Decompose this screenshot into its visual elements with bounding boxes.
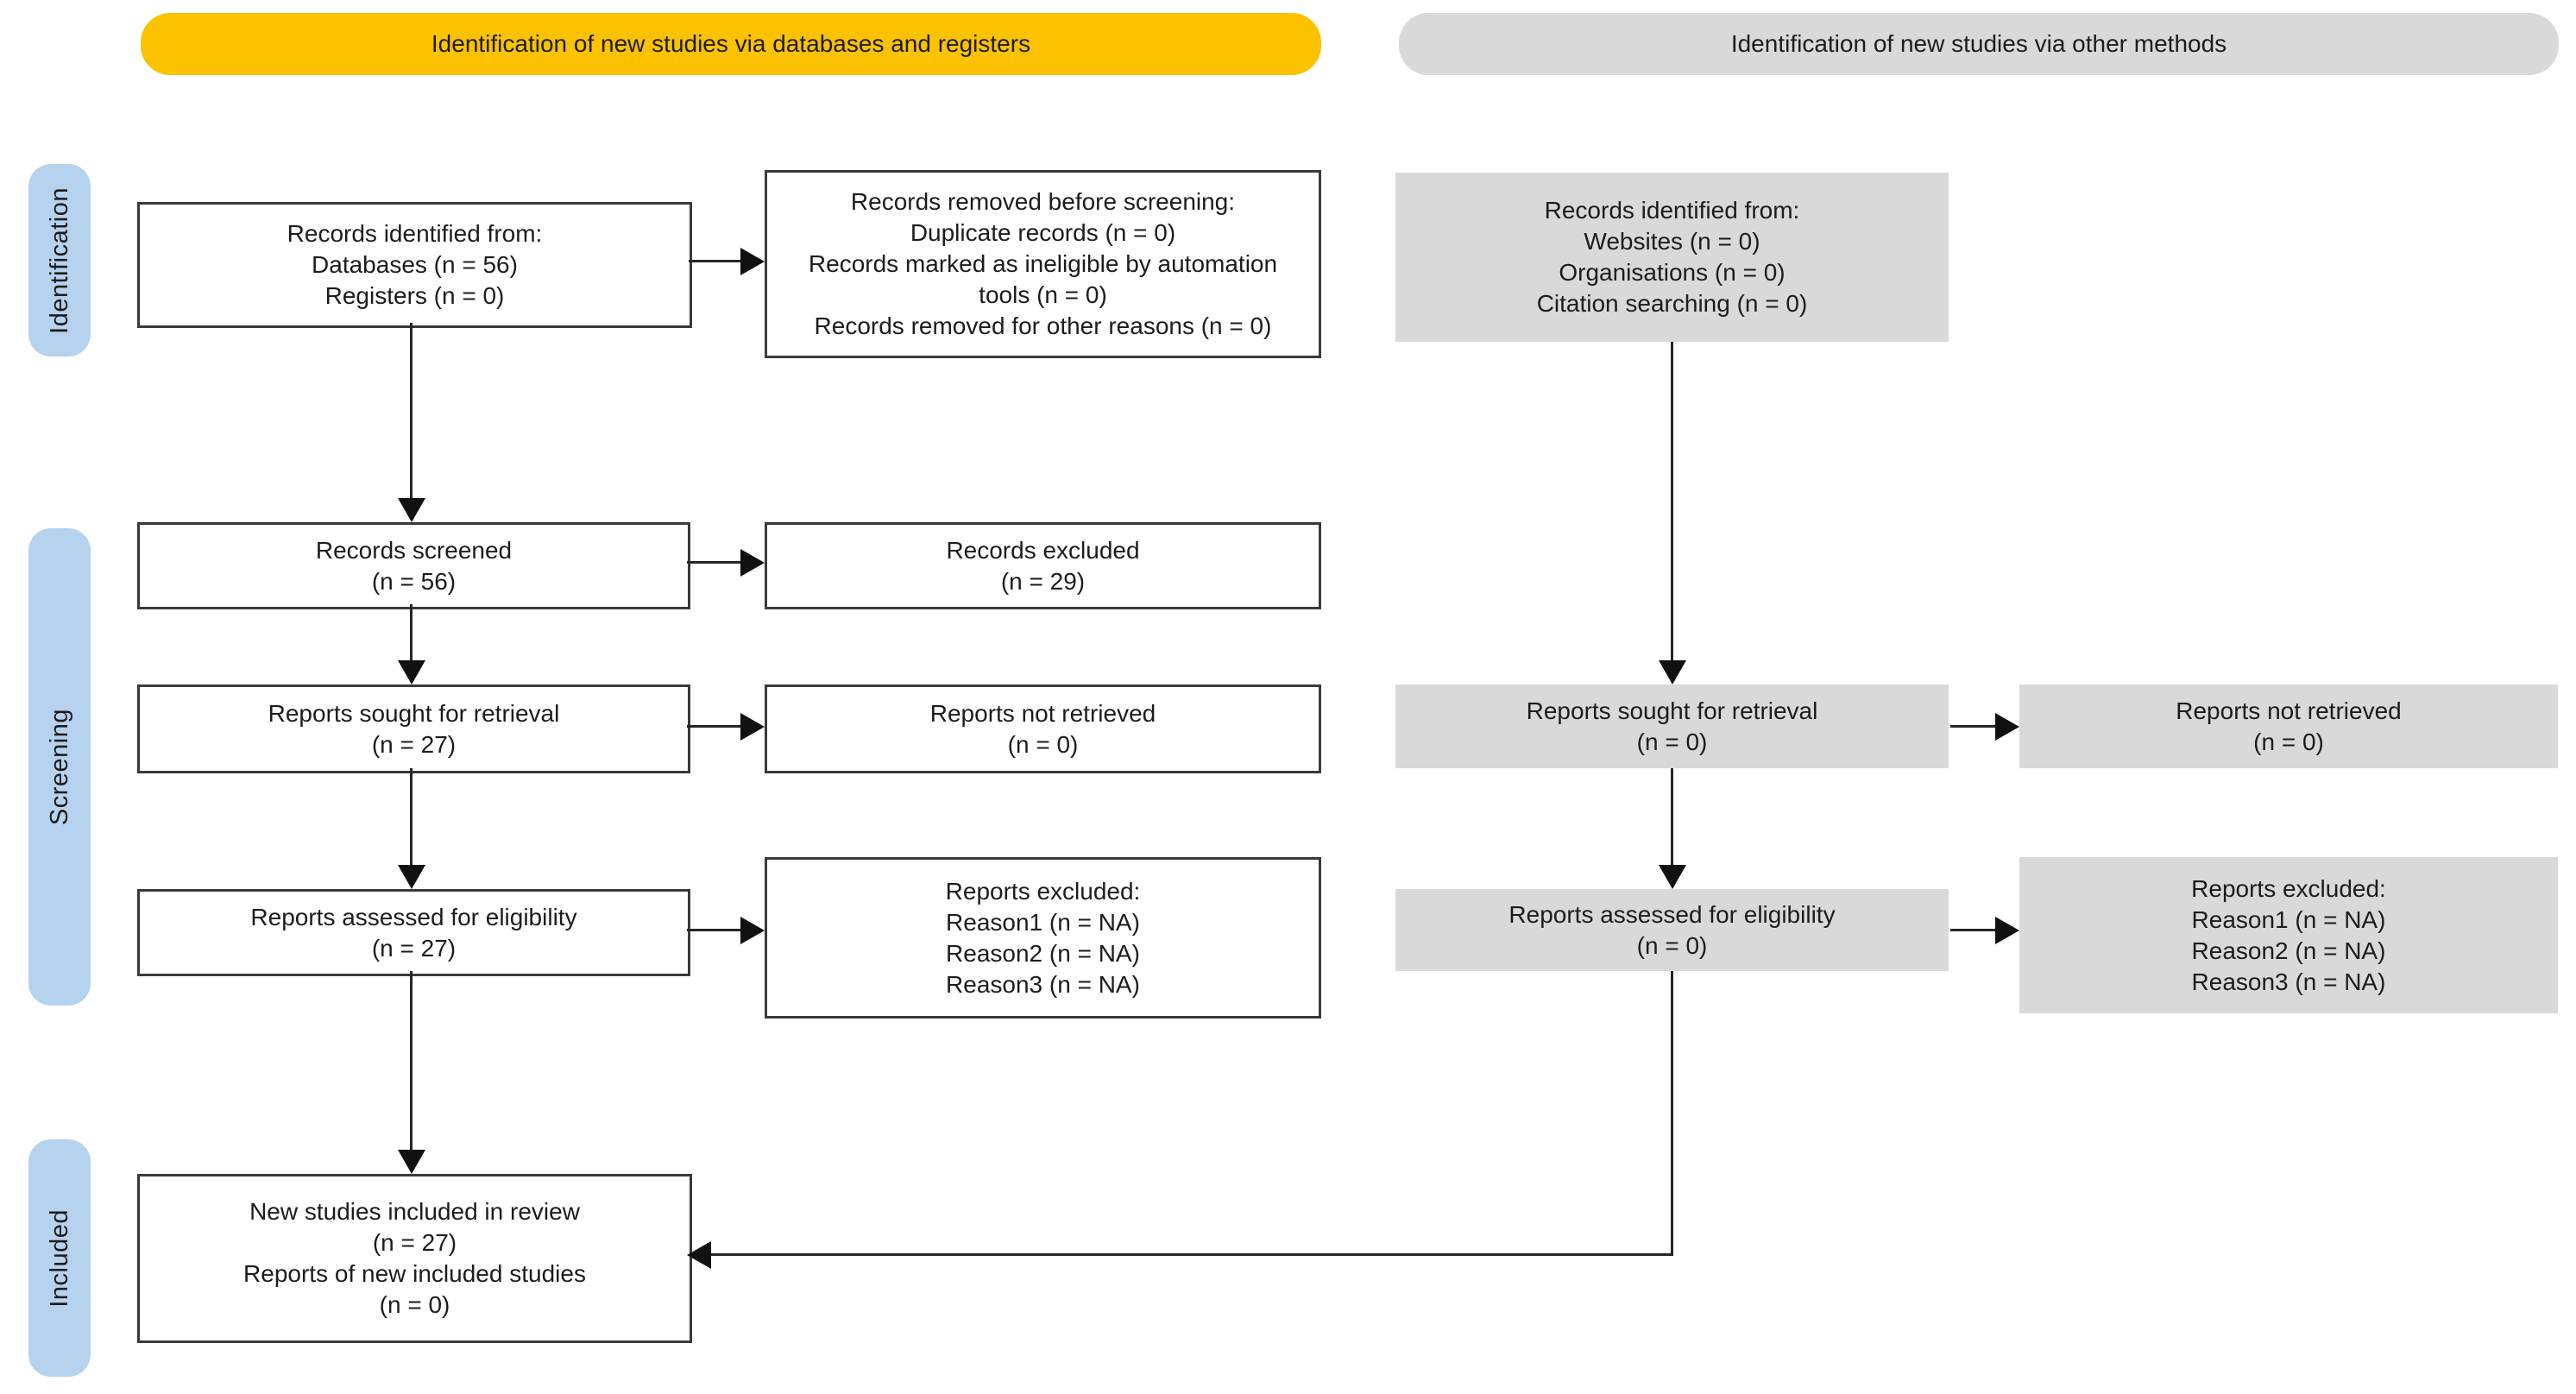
arrow-sought-to-assessed-db: [410, 768, 413, 865]
box-reports-excluded-other: Reports excluded: Reason1 (n = NA) Reaso…: [2019, 857, 2558, 1013]
arrow-sought-to-not-retrieved-db: [687, 725, 740, 728]
box-new-studies-included: New studies included in review (n = 27) …: [137, 1174, 692, 1343]
arrow-sought-to-assessed-other: [1671, 768, 1673, 865]
box-records-screened: Records screened (n = 56): [137, 522, 690, 609]
arrow-identified-other-to-sought: [1671, 342, 1673, 660]
stage-label-included: Included: [28, 1139, 91, 1377]
arrow-identified-to-removed: [689, 260, 740, 262]
arrow-assessed-to-excluded-db: [687, 929, 740, 931]
arrow-screened-to-sought: [410, 604, 413, 660]
header-banner-databases-label: Identification of new studies via databa…: [431, 30, 1031, 57]
box-reports-excluded-databases: Reports excluded: Reason1 (n = NA) Reaso…: [765, 857, 1321, 1019]
arrow-sought-to-not-retrieved-other: [1950, 725, 1995, 728]
box-records-identified-other: Records identified from: Websites (n = 0…: [1395, 173, 1949, 342]
stage-label-screening: Screening: [28, 528, 91, 1006]
box-reports-not-retrieved-other: Reports not retrieved (n = 0): [2019, 684, 2558, 768]
box-reports-assessed-databases: Reports assessed for eligibility (n = 27…: [137, 889, 690, 976]
arrow-assessed-to-included: [410, 971, 413, 1150]
box-records-removed-before-screening: Records removed before screening: Duplic…: [765, 170, 1321, 358]
box-reports-sought-other: Reports sought for retrieval (n = 0): [1395, 684, 1949, 768]
box-records-excluded: Records excluded (n = 29): [765, 522, 1321, 609]
box-records-identified-databases: Records identified from: Databases (n = …: [137, 202, 692, 328]
header-banner-other-methods: Identification of new studies via other …: [1399, 13, 2559, 75]
arrow-assessed-to-excluded-other: [1950, 929, 1995, 931]
arrow-identified-to-screened: [410, 323, 413, 498]
box-reports-assessed-other: Reports assessed for eligibility (n = 0): [1395, 889, 1949, 971]
arrow-screened-to-excluded: [687, 561, 740, 564]
header-banner-databases: Identification of new studies via databa…: [141, 13, 1321, 75]
box-reports-not-retrieved-databases: Reports not retrieved (n = 0): [765, 684, 1321, 773]
header-banner-other-methods-label: Identification of new studies via other …: [1730, 30, 2227, 57]
arrow-other-to-included-horizontal: [711, 1253, 1673, 1256]
stage-label-identification: Identification: [28, 164, 91, 356]
box-reports-sought-databases: Reports sought for retrieval (n = 27): [137, 684, 690, 773]
arrow-other-to-included-vertical: [1671, 971, 1673, 1256]
